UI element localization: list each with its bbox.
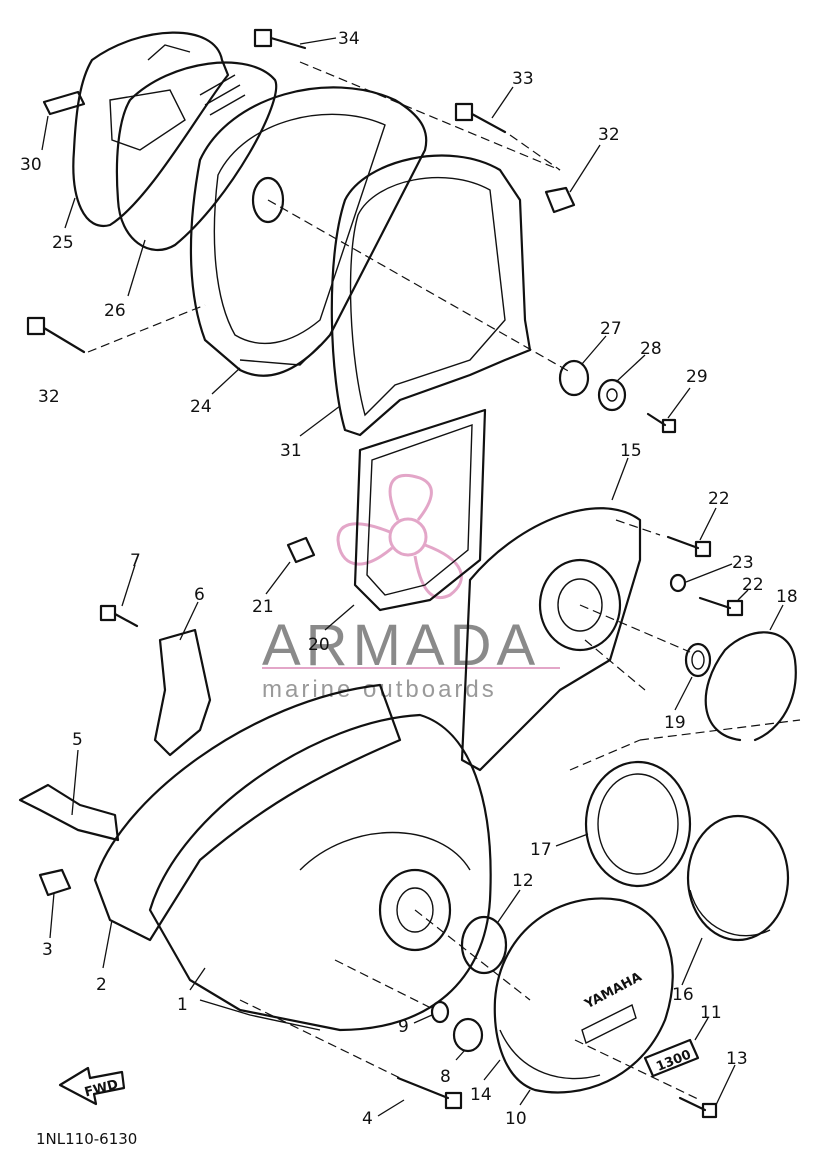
callout-22-b: 22 (742, 575, 764, 595)
bolt-22-a (666, 535, 712, 558)
gasket-26 (115, 61, 278, 251)
callout-4: 4 (362, 1109, 373, 1129)
callout-28: 28 (640, 339, 662, 359)
seal-17 (584, 760, 692, 888)
callout-11: 11 (700, 1003, 722, 1023)
callout-13: 13 (726, 1049, 748, 1069)
cap-3 (38, 868, 72, 897)
badge-11: 1300 (643, 1038, 700, 1078)
callout-9: 9 (398, 1017, 409, 1037)
crankcase-cover-24 (189, 86, 428, 377)
bolt-34 (253, 28, 307, 50)
dowel-pin-21 (286, 536, 316, 564)
callout-34: 34 (338, 29, 360, 49)
washer-28 (597, 378, 627, 412)
callout-17: 17 (530, 840, 552, 860)
callout-3: 3 (42, 940, 53, 960)
screw-13 (678, 1096, 718, 1119)
callout-8: 8 (440, 1067, 451, 1087)
callout-25: 25 (52, 233, 74, 253)
cover-10: YAMAHA (493, 897, 674, 1094)
gasket-31 (330, 154, 532, 437)
bolt-7 (99, 604, 139, 628)
bracket-5 (18, 783, 120, 842)
callout-7: 7 (130, 551, 141, 571)
dowel-pin-32 (544, 186, 576, 214)
callout-26: 26 (104, 301, 126, 321)
callout-15: 15 (620, 441, 642, 461)
screw-29 (646, 412, 677, 434)
callout-12: 12 (512, 871, 534, 891)
forward-arrow-label: FWD (83, 1077, 120, 1100)
watermark: ARMADA marine outboards (262, 473, 560, 703)
assembly-lines (87, 61, 801, 1101)
gasket-2 (93, 683, 402, 942)
bolt-32 (26, 316, 86, 354)
callout-2: 2 (96, 975, 107, 995)
cover-stamp: YAMAHA (582, 970, 645, 1013)
plug-8 (452, 1017, 484, 1053)
circlip-18 (704, 631, 797, 742)
callout-20: 20 (308, 635, 330, 655)
callout-30: 30 (20, 155, 42, 175)
forward-arrow-icon: FWD (58, 1066, 126, 1106)
oil-seal-19 (684, 642, 712, 678)
callout-16: 16 (672, 985, 694, 1005)
callout-22-a: 22 (708, 489, 730, 509)
stator-plate-25 (72, 31, 230, 228)
callout-32-b: 32 (598, 125, 620, 145)
callout-32-a: 32 (38, 387, 60, 407)
bracket-6 (153, 628, 212, 757)
diagram-code: 1NL110-6130 (36, 1130, 137, 1148)
o-ring-23 (669, 573, 687, 593)
callout-24: 24 (190, 397, 212, 417)
bolt-22-b (698, 596, 744, 617)
crankcase-cover-1 (148, 713, 492, 1032)
cover-16 (686, 814, 790, 942)
watermark-tagline: marine outboards (262, 676, 497, 703)
bolt-4 (396, 1076, 463, 1110)
callout-1: 1 (177, 995, 188, 1015)
callout-31: 31 (280, 441, 302, 461)
callout-18: 18 (776, 587, 798, 607)
callout-33: 33 (512, 69, 534, 89)
bolt-33 (454, 102, 507, 134)
callout-21: 21 (252, 597, 274, 617)
cover-15 (460, 507, 642, 772)
callout-6: 6 (194, 585, 205, 605)
bushing-27 (558, 359, 590, 397)
callout-14: 14 (470, 1085, 492, 1105)
plug-30 (42, 90, 86, 116)
callout-numbers: 1 2 3 4 5 6 7 8 9 10 11 12 13 14 15 16 1… (20, 29, 798, 1129)
o-ring-9 (430, 1000, 450, 1024)
callout-19: 19 (664, 713, 686, 733)
callout-10: 10 (505, 1109, 527, 1129)
callout-5: 5 (72, 730, 83, 750)
gasket-20 (353, 408, 487, 612)
o-ring-12 (460, 915, 508, 975)
callout-29: 29 (686, 367, 708, 387)
leader-lines (41, 37, 784, 1117)
callout-27: 27 (600, 319, 622, 339)
callout-23: 23 (732, 553, 754, 573)
